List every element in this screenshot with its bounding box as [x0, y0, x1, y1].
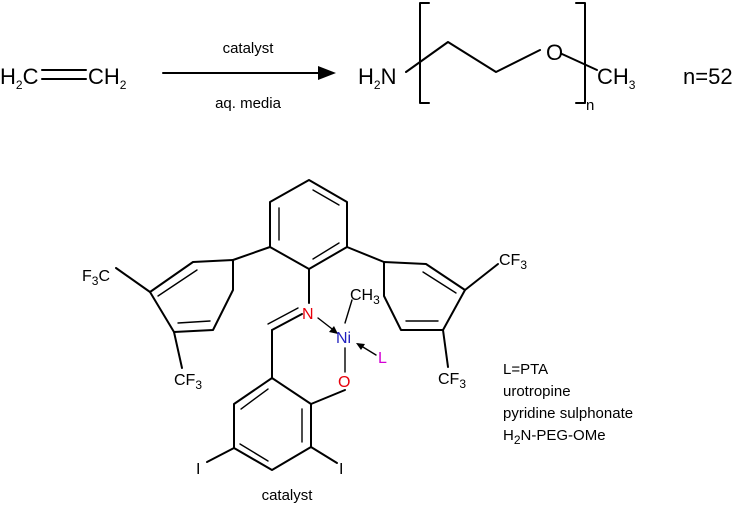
nickel-atom: Ni — [336, 330, 351, 347]
ligand-label: L — [378, 350, 387, 367]
central-ring — [269, 179, 348, 270]
phenolate-double-3 — [240, 388, 269, 410]
reaction-arrow: catalyst aq. media — [162, 40, 336, 112]
imine-double-outer — [271, 313, 303, 331]
ligand-legend: L=PTA urotropine pyridine sulphonate H2N… — [503, 361, 633, 447]
peg-o-bond — [561, 53, 598, 71]
legend-line-urotropine: urotropine — [503, 383, 571, 400]
left-cf3-a-bond — [115, 267, 151, 293]
left-cf3-b-bond — [173, 331, 183, 369]
catalyst-structure: F3C CF3 CF3 CF3 N Ni CH3 L O I I catalys… — [82, 179, 527, 504]
iodine-left-bond — [206, 447, 235, 463]
phenolate-double-2 — [239, 443, 269, 462]
phenolate-ring — [233, 377, 312, 471]
right-bracket — [575, 2, 586, 104]
ni-methyl-bond — [344, 299, 353, 324]
right-aryl-link — [346, 246, 385, 263]
left-bracket — [419, 2, 430, 104]
central-ring-double-2 — [312, 242, 340, 260]
imine-double-inner — [267, 307, 299, 325]
left-aryl-ring — [149, 259, 234, 333]
iodine-left: I — [196, 461, 200, 478]
methyl-group: CH3 — [350, 287, 380, 307]
left-ring-double-1 — [157, 269, 198, 297]
repeat-index: n — [586, 97, 594, 114]
right-cf3-c-bond — [464, 263, 499, 291]
oxygen-atom: O — [338, 374, 350, 391]
left-aryl-link — [232, 246, 271, 261]
cf3-group-a: F3C — [82, 268, 110, 288]
legend-line-pyridine-sulphonate: pyridine sulphonate — [503, 405, 633, 422]
peg-oxygen: O — [546, 40, 563, 65]
catalyst-caption: catalyst — [262, 487, 314, 504]
left-ring-double-2 — [177, 320, 211, 324]
n-ni-arrow-head — [329, 326, 338, 334]
ligand-arrow-head — [356, 343, 365, 350]
cf3-group-c: CF3 — [499, 252, 527, 272]
ethylene-ch2: CH2 — [88, 64, 127, 92]
condition-aqueous-media: aq. media — [215, 95, 282, 112]
oxygen-ring-bond — [310, 389, 346, 405]
peg-backbone — [405, 41, 541, 73]
cf3-group-d: CF3 — [438, 371, 466, 391]
arrow-head — [318, 66, 336, 80]
iodine-right: I — [339, 461, 343, 478]
central-ring-double-1 — [312, 189, 340, 206]
peg-end-group: CH3 — [597, 64, 636, 92]
degree-of-polymerization: n=52 — [683, 64, 733, 89]
right-cf3-d-bond — [442, 329, 449, 368]
legend-line-pta: L=PTA — [503, 361, 548, 378]
ethylene-formula: H2C — [0, 64, 39, 92]
condition-catalyst: catalyst — [223, 40, 275, 57]
product-amine: H2N — [358, 64, 396, 92]
product-peg: H2N O CH3 n — [358, 2, 636, 114]
reactant-ethylene: H2C CH2 — [0, 64, 127, 92]
nitrogen-atom: N — [302, 306, 314, 323]
cf3-group-b: CF3 — [174, 372, 202, 392]
legend-line-peg-amine: H2N-PEG-OMe — [503, 427, 606, 447]
iodine-right-bond — [310, 446, 338, 464]
right-ring-double-1 — [422, 271, 457, 294]
